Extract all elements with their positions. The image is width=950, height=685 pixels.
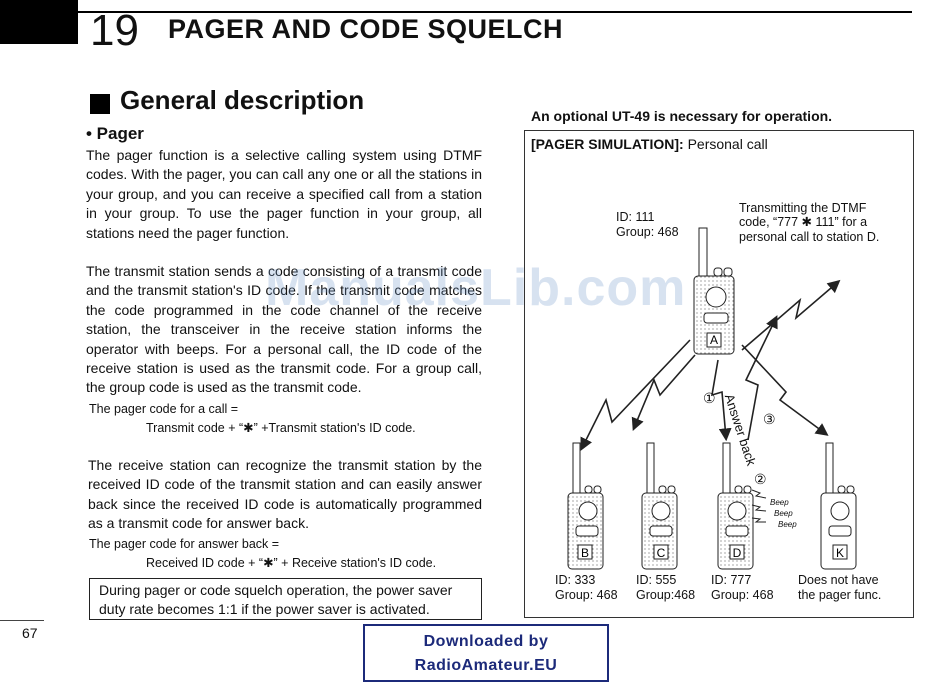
header-rule — [78, 11, 912, 13]
requirement-note: An optional UT-49 is necessary for opera… — [531, 108, 833, 124]
station-c-group: Group:468 — [636, 588, 696, 602]
formula-answer-label: The pager code for answer back = — [89, 537, 280, 551]
beep-1: Beep — [770, 498, 789, 507]
watermark: ManualsLib.com — [265, 259, 687, 317]
station-d-id: ID: 777 — [711, 573, 752, 587]
station-b-id: ID: 333 — [555, 573, 596, 587]
download-badge-line1: Downloaded by — [423, 633, 549, 650]
signal-a-to-b — [580, 339, 691, 451]
section-title: General description — [120, 85, 365, 115]
chapter-number: 19 — [90, 6, 139, 55]
svg-text:B: B — [581, 546, 589, 560]
radio-c: C — [641, 442, 678, 570]
chapter-tab — [0, 0, 78, 44]
simulation-suffix: Personal call — [687, 136, 768, 152]
page-number: 67 — [22, 625, 38, 641]
transmit-note-3: personal call to station D. — [739, 230, 880, 244]
power-saver-note: During pager or code squelch operation, … — [89, 578, 482, 620]
radio-b: B — [567, 442, 604, 570]
station-k-note-2: the pager func. — [798, 588, 882, 602]
footer-rule — [0, 620, 44, 621]
chapter-title: PAGER AND CODE SQUELCH — [168, 14, 564, 44]
signal-paths — [580, 279, 841, 451]
paragraph-transmit: The transmit station sends a code consis… — [86, 263, 482, 396]
simulation-label: [PAGER SIMULATION]: Personal call — [531, 136, 768, 152]
radio-a: A — [693, 227, 735, 355]
subsection-title: • Pager — [86, 124, 144, 143]
beep-2: Beep — [774, 509, 793, 518]
simulation-prefix: [PAGER SIMULATION]: — [531, 136, 684, 152]
download-badge-line2: RadioAmateur.EU — [414, 657, 558, 674]
station-c-id: ID: 555 — [636, 573, 677, 587]
station-k-note-1: Does not have — [798, 573, 879, 587]
radio-a-letter: A — [710, 333, 718, 347]
svg-text:C: C — [657, 546, 666, 560]
signal-answer-back — [741, 279, 841, 351]
signal-a-to-c — [631, 354, 696, 431]
paragraph-intro: The pager function is a selective callin… — [86, 147, 482, 241]
station-a-group: Group: 468 — [616, 225, 679, 239]
download-badge[interactable]: Downloaded by RadioAmateur.EU — [363, 624, 609, 682]
formula-answer: Received ID code + “✱” + Receive station… — [146, 556, 437, 570]
station-d-group: Group: 468 — [711, 588, 774, 602]
step-1: ① — [703, 390, 716, 406]
section-bullet-icon — [90, 94, 110, 114]
formula-call: Transmit code + “✱” +Transmit station's … — [146, 421, 416, 435]
radio-k: K — [820, 442, 857, 570]
signal-a-to-k — [741, 344, 829, 436]
svg-text:D: D — [733, 546, 742, 560]
radio-d: D — [717, 442, 754, 570]
signal-a-to-d — [710, 359, 732, 442]
pager-simulation-frame — [524, 130, 914, 618]
station-b-group: Group: 468 — [555, 588, 618, 602]
station-a-id: ID: 111 — [616, 210, 655, 224]
formula-call-label: The pager code for a call = — [89, 402, 239, 416]
beep-3: Beep — [778, 520, 797, 529]
step-2: ② — [754, 471, 767, 487]
beep-lines — [751, 489, 767, 523]
paragraph-receive: The receive station can recognize the tr… — [88, 457, 482, 532]
step-3: ③ — [763, 411, 776, 427]
svg-text:K: K — [836, 546, 844, 560]
signal-d-to-a — [744, 315, 778, 441]
transmit-note-1: Transmitting the DTMF — [739, 201, 867, 215]
transmit-note-2: code, “777 ✱ 111” for a — [739, 215, 868, 229]
